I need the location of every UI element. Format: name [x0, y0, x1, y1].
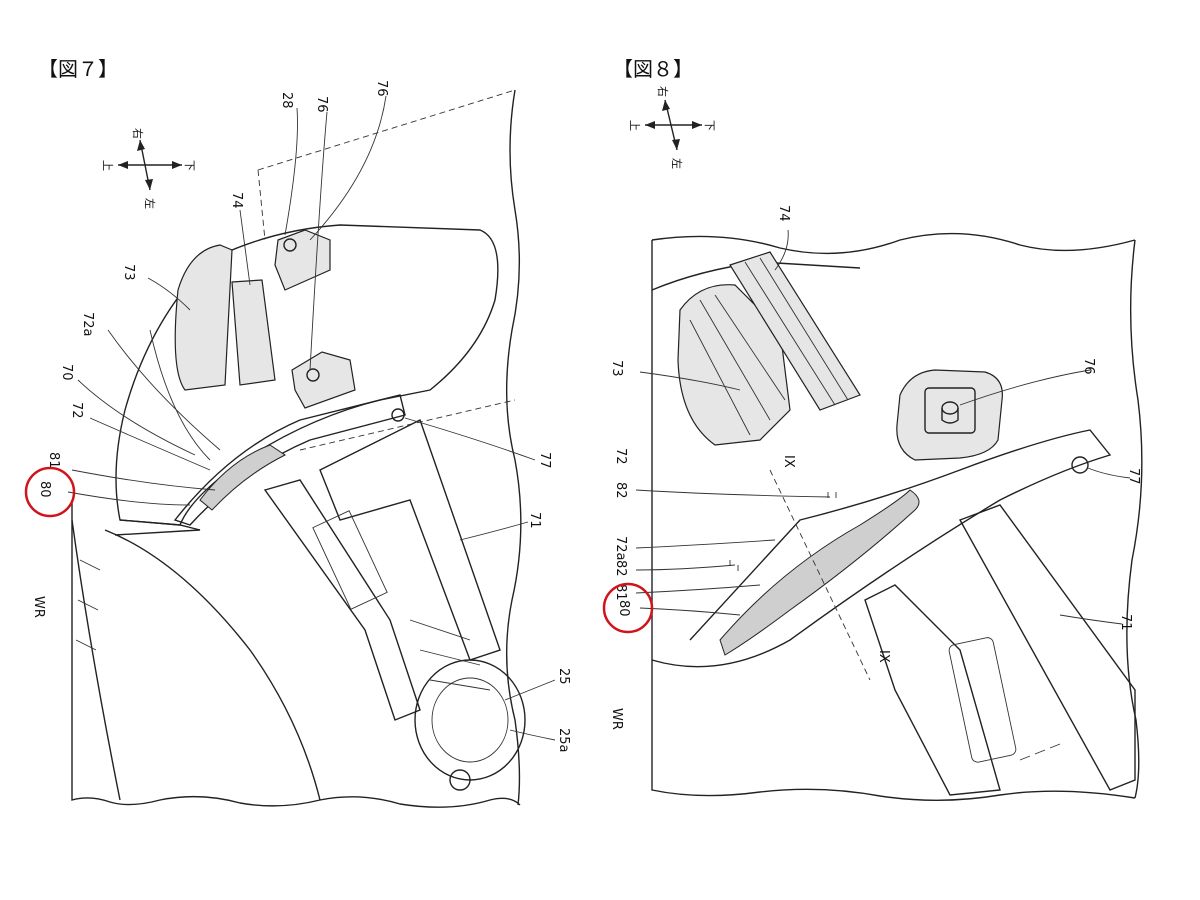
label-77: 77	[1126, 468, 1141, 485]
label-74: 74	[229, 192, 244, 209]
compass-left-label: 左	[670, 158, 683, 169]
label-76: 76	[374, 80, 389, 97]
label-25: 25	[556, 668, 571, 685]
label-71: 71	[527, 512, 542, 529]
figure-8-title: 【図８】	[613, 57, 693, 81]
label-section-ix: IX	[876, 650, 891, 663]
figure-7-title: 【図７】	[38, 57, 118, 81]
compass-down-label: 下	[183, 160, 196, 171]
compass-right-label: 右	[656, 86, 670, 97]
label-82: 82	[613, 482, 628, 499]
label-74: 74	[776, 205, 791, 222]
compass-right-label: 右	[131, 128, 145, 139]
figure-7: 【図７】 右 上 下 左	[24, 57, 571, 808]
label-section-ix: IX	[781, 455, 796, 468]
label-82: 82	[613, 560, 628, 577]
direction-compass-icon: 右 上 下 左	[628, 86, 716, 169]
label-77: 77	[537, 452, 552, 469]
label-72a: 72a	[613, 536, 628, 561]
highlight-circle-80	[602, 582, 654, 634]
compass-down-label: 下	[703, 120, 716, 131]
label-80: 80	[37, 481, 52, 498]
figure-8: 【図８】 右 上 下 左	[602, 57, 1143, 801]
compass-up-label: 上	[101, 160, 114, 171]
label-71: 71	[1118, 614, 1133, 631]
label-wr: WR	[609, 708, 624, 730]
compass-up-label: 上	[628, 120, 641, 131]
label-73: 73	[121, 264, 136, 281]
label-73: 73	[609, 360, 624, 377]
label-80: 80	[616, 600, 631, 617]
label-72: 72	[613, 448, 628, 465]
label-76: 76	[1081, 358, 1096, 375]
compass-left-label: 左	[143, 198, 156, 209]
label-72a: 72a	[80, 312, 95, 337]
highlight-circle-80	[24, 466, 76, 518]
label-72: 72	[69, 402, 84, 419]
direction-compass-icon: 右 上 下 左	[101, 128, 196, 209]
label-25a: 25a	[556, 728, 571, 753]
label-70: 70	[59, 364, 74, 381]
label-76: 76	[314, 96, 329, 113]
label-81: 81	[46, 452, 61, 469]
label-wr: WR	[31, 596, 46, 618]
label-28: 28	[279, 92, 294, 109]
